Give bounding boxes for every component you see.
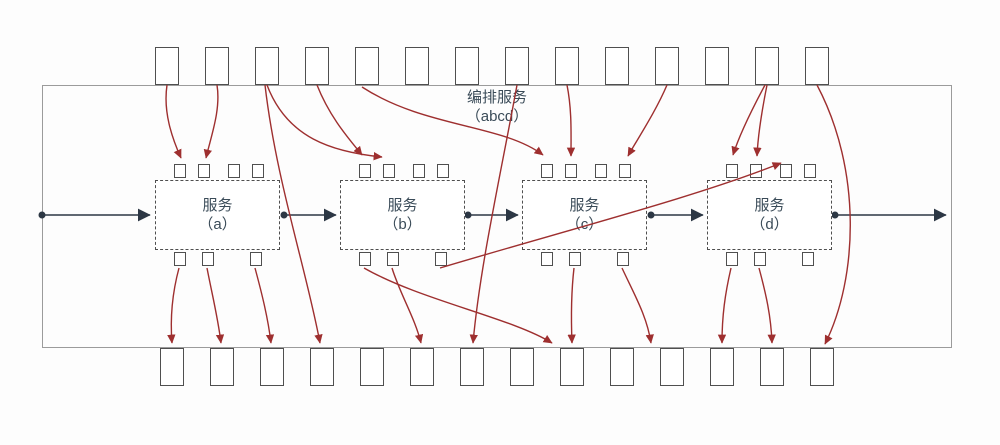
bottom-connector-box <box>560 348 584 386</box>
service-output-port <box>174 252 186 266</box>
service-output-port <box>726 252 738 266</box>
service-output-port <box>802 252 814 266</box>
top-connector-box <box>505 47 529 85</box>
service-input-port <box>780 164 792 178</box>
orchestration-label-line2: （abcd） <box>465 108 529 125</box>
service-output-port <box>387 252 399 266</box>
bottom-connector-box <box>760 348 784 386</box>
top-connector-box <box>255 47 279 85</box>
bottom-connector-box <box>260 348 284 386</box>
service-output-port <box>569 252 581 266</box>
bottom-connector-box <box>460 348 484 386</box>
bottom-connector-box <box>660 348 684 386</box>
top-connector-box <box>155 47 179 85</box>
service-a-box: 服务 （a） <box>155 164 280 266</box>
bottom-connector-box <box>610 348 634 386</box>
top-connector-box <box>755 47 779 85</box>
service-output-port <box>359 252 371 266</box>
service-input-port <box>726 164 738 178</box>
bottom-connector-box <box>210 348 234 386</box>
top-connector-box <box>805 47 829 85</box>
top-connector-box <box>705 47 729 85</box>
service-output-port <box>435 252 447 266</box>
service-output-port <box>754 252 766 266</box>
service-input-port <box>174 164 186 178</box>
service-input-port <box>750 164 762 178</box>
service-d-name: 服务 <box>754 197 785 214</box>
top-connector-box <box>355 47 379 85</box>
bottom-connector-box <box>710 348 734 386</box>
top-connector-box <box>305 47 329 85</box>
service-d-box: 服务 （d） <box>707 164 832 266</box>
bottom-connector-box <box>360 348 384 386</box>
bottom-connector-box <box>810 348 834 386</box>
service-c-name: 服务 <box>569 197 600 214</box>
service-input-port <box>252 164 264 178</box>
top-connector-box <box>205 47 229 85</box>
service-input-port <box>541 164 553 178</box>
service-output-port <box>250 252 262 266</box>
service-input-port <box>565 164 577 178</box>
service-output-port <box>541 252 553 266</box>
service-d-id: （d） <box>750 216 789 233</box>
service-input-port <box>359 164 371 178</box>
service-input-port <box>383 164 395 178</box>
service-a-id: （a） <box>198 216 237 233</box>
service-c-box: 服务 （c） <box>522 164 647 266</box>
service-output-port <box>202 252 214 266</box>
service-input-port <box>595 164 607 178</box>
bottom-connector-box <box>510 348 534 386</box>
service-input-port <box>804 164 816 178</box>
service-output-port <box>617 252 629 266</box>
top-connector-box <box>605 47 629 85</box>
service-c-id: （c） <box>565 216 604 233</box>
top-connector-box <box>555 47 579 85</box>
service-b-name: 服务 <box>387 197 418 214</box>
bottom-connector-box <box>410 348 434 386</box>
service-input-port <box>198 164 210 178</box>
top-connector-box <box>655 47 679 85</box>
service-input-port <box>619 164 631 178</box>
service-input-port <box>228 164 240 178</box>
service-input-port <box>413 164 425 178</box>
bottom-connector-box <box>310 348 334 386</box>
service-b-id: （b） <box>383 216 422 233</box>
orchestration-label: 编排服务 （abcd） <box>437 88 557 126</box>
service-input-port <box>437 164 449 178</box>
service-b-box: 服务 （b） <box>340 164 465 266</box>
service-a-name: 服务 <box>202 197 233 214</box>
bottom-connector-box <box>160 348 184 386</box>
orchestration-label-line1: 编排服务 <box>466 89 527 106</box>
top-connector-box <box>455 47 479 85</box>
top-connector-box <box>405 47 429 85</box>
